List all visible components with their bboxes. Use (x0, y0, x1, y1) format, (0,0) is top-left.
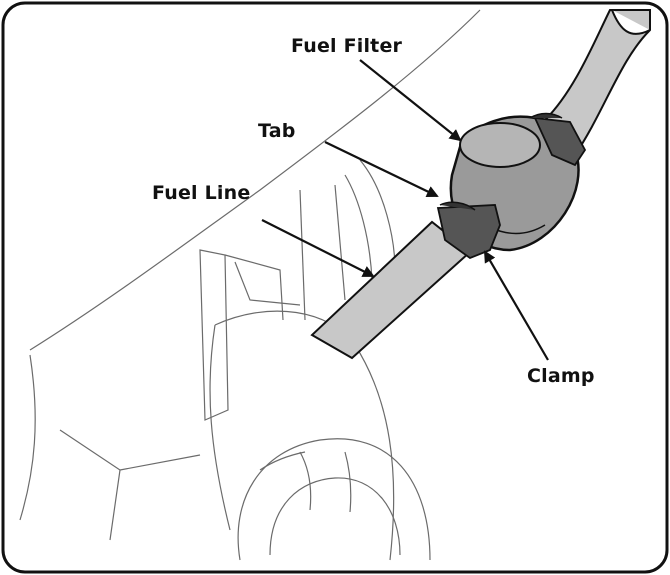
upper-hose (543, 9, 651, 157)
leader-arrows (261, 59, 549, 361)
fuel-line-hose (310, 220, 472, 360)
lower-clamp-shape (436, 201, 501, 260)
upper-clamp-shape (529, 112, 587, 167)
engine-housing-sketch (19, 9, 481, 561)
tab-label: Tab (258, 120, 296, 142)
fuel-line-label: Fuel Line (152, 182, 251, 204)
arrow-fuel-filter (359, 59, 462, 142)
arrow-fuel-line (261, 219, 375, 277)
clamp-label: Clamp (527, 365, 595, 387)
arrow-tab (324, 141, 439, 198)
arrow-clamp (483, 250, 549, 361)
fuel-filter-label: Fuel Filter (291, 35, 403, 57)
